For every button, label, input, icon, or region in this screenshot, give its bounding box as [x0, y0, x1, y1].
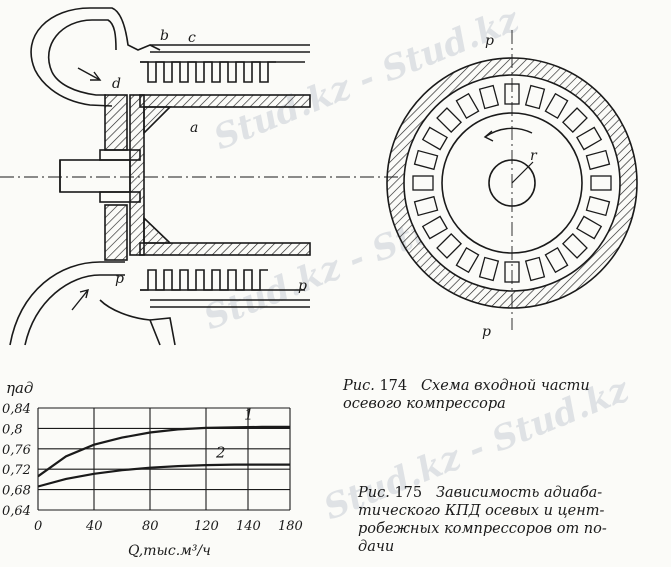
label-a: a — [190, 120, 198, 136]
chart-y-tick: 0,64 — [2, 504, 31, 519]
figure-175-caption-line3: робежных компрессоров от по- — [358, 521, 607, 537]
chart-grid — [37, 407, 291, 511]
ring-blade — [478, 256, 500, 282]
chart-series-line — [37, 463, 290, 488]
chart-x-tick: 140 — [236, 519, 261, 534]
ring-blade — [585, 195, 611, 217]
ring-blade — [412, 175, 434, 191]
chart-y-tick: 0,76 — [2, 443, 31, 458]
label-p-left-1: p — [115, 271, 124, 287]
chart-x-tick: 120 — [194, 519, 219, 534]
ring-blade — [413, 149, 439, 171]
label-c: c — [188, 30, 196, 46]
ring-blade — [455, 247, 480, 274]
chart-x-tick: 0 — [34, 519, 42, 534]
chart-series-labels: 12 — [215, 405, 254, 461]
chart-y-tick: 0,8 — [2, 422, 23, 437]
ring-blade — [585, 149, 611, 171]
figure-175-caption-line2: тического КПД осевых и цент- — [358, 503, 605, 519]
figure-174-caption-line1: Схема входной части — [420, 378, 590, 394]
chart-y-axis-label: ηад — [6, 379, 33, 397]
figure-175-caption-number: 175 — [394, 485, 423, 501]
figure-174-caption-prefix: Рис. — [343, 378, 375, 394]
stator-blades-bottom — [140, 269, 305, 291]
figure-175-caption-prefix: Рис. — [358, 485, 390, 501]
figure-175-caption-line4: дачи — [358, 539, 395, 555]
ring-blade — [524, 84, 546, 110]
ring-blade — [544, 247, 569, 274]
label-p-ring-top: p — [485, 33, 494, 49]
chart-x-tick: 80 — [142, 519, 159, 534]
ring-blade — [413, 195, 439, 217]
figure-175-caption-line1: Зависимость адиаба- — [435, 485, 603, 501]
ring-blade — [561, 107, 588, 134]
label-b: b — [160, 28, 169, 44]
ring-blade — [421, 215, 448, 240]
chart-y-tick: 0,72 — [2, 463, 31, 478]
chart-y-tick: 0,68 — [2, 484, 31, 499]
ring-blade — [561, 232, 588, 259]
label-p-left-2: p — [298, 278, 307, 294]
efficiency-chart: 0,84 0,8 0,76 0,72 0,68 0,64 0 40 80 120 140 180 1… — [2, 379, 303, 559]
chart-series-lines — [37, 425, 290, 488]
stator-blades-top — [140, 61, 305, 83]
ring-blade — [478, 84, 500, 110]
label-d: d — [112, 76, 121, 92]
chart-x-tick: 180 — [278, 519, 303, 534]
ring-blade — [436, 232, 463, 259]
ring-section-drawing — [386, 30, 638, 330]
chart-series-label: 1 — [244, 405, 254, 423]
chart-x-axis-label: Q,тыс.м³/ч — [128, 543, 211, 559]
chart-y-tick-labels: 0,84 0,8 0,76 0,72 0,68 0,64 — [2, 402, 31, 519]
ring-blade — [590, 175, 612, 191]
ring-blade — [455, 92, 480, 119]
chart-x-tick-labels: 0 40 80 120 140 180 — [34, 519, 303, 534]
figure-174-caption-number: 174 — [379, 378, 408, 394]
ring-blade — [576, 215, 603, 240]
ring-blade — [576, 126, 603, 151]
figure-174-caption-line2: осевого компрессора — [343, 396, 506, 412]
figure-174-caption: Рис. 174 Схема входной части осевого ком… — [343, 377, 668, 413]
chart-series-line — [37, 425, 290, 478]
label-r: r — [530, 148, 538, 164]
figure-175-caption: Рис. 175 Зависимость адиаба- тического К… — [358, 484, 670, 556]
ring-blade — [524, 256, 546, 282]
ring-blade — [436, 107, 463, 134]
chart-x-tick: 40 — [85, 519, 103, 534]
ring-blades — [412, 83, 612, 283]
chart-series-label: 2 — [215, 444, 226, 462]
compressor-section-drawing — [0, 7, 400, 346]
label-p-ring-bottom: p — [482, 324, 491, 340]
ring-blade — [544, 92, 569, 119]
chart-y-tick: 0,84 — [2, 402, 31, 417]
ring-blade — [421, 126, 448, 151]
